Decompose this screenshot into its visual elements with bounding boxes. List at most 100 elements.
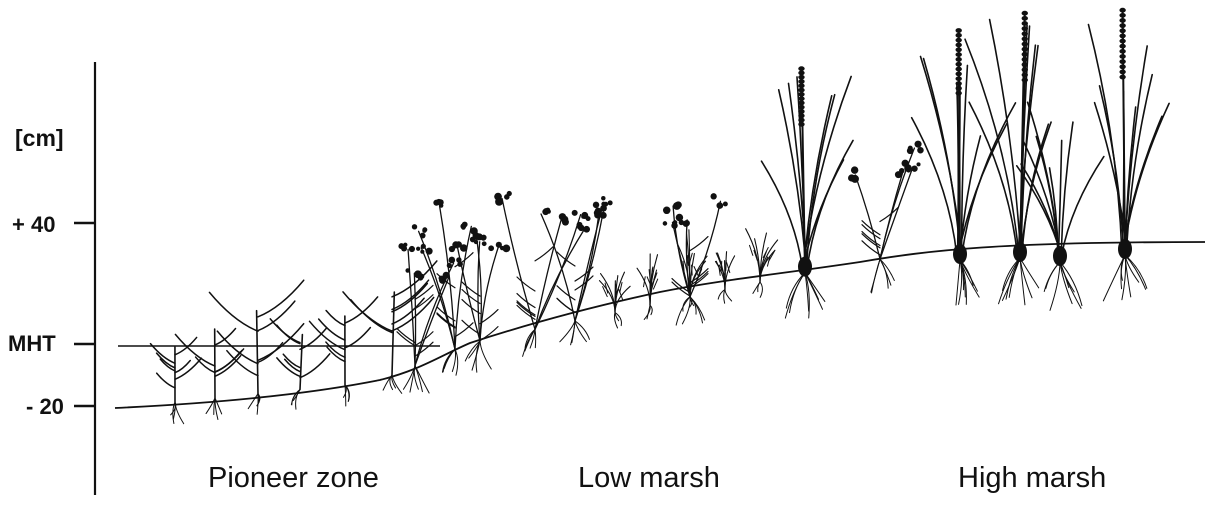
axis-unit-label: [cm]: [15, 125, 64, 152]
herb-stem-icon: [880, 167, 913, 260]
seed-spike-icon: [798, 88, 804, 93]
ground-profile: [115, 242, 1205, 408]
seed-spike-icon: [955, 28, 961, 33]
flower-head-icon: [676, 214, 683, 221]
flower-head-icon: [405, 268, 410, 273]
seed-spike-icon: [955, 62, 961, 67]
flower-head-icon: [675, 201, 682, 208]
seed-spike-icon: [1119, 49, 1125, 54]
herb-stem-icon: [408, 249, 415, 365]
seed-spike-icon: [798, 79, 804, 84]
seed-spike-icon: [955, 47, 961, 52]
seed-spike-icon: [798, 96, 804, 101]
flower-head-icon: [414, 270, 422, 278]
seed-spike-icon: [955, 91, 961, 96]
tick-label-mht: MHT: [8, 331, 56, 357]
seed-spike-icon: [1022, 11, 1028, 16]
seed-spike-icon: [1119, 59, 1125, 64]
seed-spike-icon: [1119, 44, 1125, 49]
plant-illustrations: [150, 8, 1169, 424]
grass-leaf-icon: [1061, 122, 1073, 262]
flower-head-icon: [723, 202, 728, 207]
tick-label-plus-40: + 40: [12, 212, 55, 238]
root-icon: [345, 385, 346, 406]
seed-spike-icon: [1119, 23, 1125, 28]
flower-head-icon: [586, 216, 591, 221]
seed-spike-icon: [1119, 18, 1125, 23]
flower-head-icon: [851, 166, 858, 173]
root-icon: [1125, 255, 1146, 289]
seed-spike-icon: [1119, 64, 1125, 69]
seed-spike-icon: [1022, 47, 1028, 52]
flower-head-icon: [421, 244, 426, 249]
root-icon: [575, 321, 586, 342]
root-icon: [1060, 262, 1082, 306]
flower-head-icon: [593, 202, 599, 208]
herb-stem-icon: [480, 245, 499, 341]
herb-stem-icon: [478, 242, 480, 341]
seed-spike-icon: [1022, 31, 1028, 36]
grass-leaf-icon: [990, 20, 1021, 258]
grass-leaf-icon: [969, 102, 1018, 258]
flower-head-icon: [462, 222, 468, 228]
glasswort-icon: [257, 311, 258, 394]
flower-head-icon: [851, 175, 859, 183]
seed-spike-icon: [1119, 8, 1125, 13]
seed-spike-icon: [798, 122, 804, 127]
seed-spike-icon: [798, 83, 804, 88]
flower-head-icon: [449, 257, 456, 264]
flower-head-icon: [710, 193, 716, 199]
flower-head-icon: [455, 241, 462, 248]
root-icon: [575, 321, 589, 339]
root-icon: [535, 329, 536, 347]
seed-spike-icon: [798, 92, 804, 97]
flower-head-icon: [684, 220, 690, 226]
root-icon: [1050, 262, 1060, 310]
seed-spike-icon: [955, 57, 961, 62]
grass-leaf-icon: [761, 161, 803, 272]
flower-head-icon: [507, 191, 512, 196]
seed-spike-icon: [1022, 62, 1028, 67]
flower-head-icon: [915, 141, 922, 148]
root-icon: [480, 341, 491, 369]
flower-head-icon: [899, 168, 904, 173]
flower-head-icon: [562, 218, 566, 222]
seed-spike-icon: [955, 76, 961, 81]
glasswort-icon: [392, 292, 394, 375]
flower-head-icon: [904, 162, 909, 167]
flower-head-icon: [911, 166, 917, 172]
root-icon: [725, 289, 732, 301]
herb-stem-icon: [502, 199, 535, 330]
seed-spike-icon: [955, 52, 961, 57]
flower-head-icon: [608, 200, 613, 205]
seed-spike-icon: [1119, 39, 1125, 44]
seed-spike-icon: [955, 86, 961, 91]
root-icon: [1046, 262, 1060, 288]
seed-spike-icon: [798, 105, 804, 110]
flower-head-icon: [403, 243, 407, 247]
flower-head-icon: [595, 208, 602, 215]
flower-head-icon: [482, 241, 487, 246]
seed-spike-icon: [955, 43, 961, 48]
flower-head-icon: [409, 246, 415, 252]
flower-head-icon: [416, 247, 420, 251]
seed-spike-icon: [1022, 37, 1028, 42]
seed-spike-icon: [1022, 16, 1028, 21]
flower-head-icon: [502, 245, 510, 253]
flower-head-icon: [716, 202, 723, 209]
root-icon: [753, 282, 760, 293]
root-icon: [760, 282, 762, 297]
flower-head-icon: [544, 208, 548, 212]
seed-spike-icon: [1119, 75, 1125, 80]
flower-head-icon: [495, 198, 503, 206]
seed-spike-icon: [1119, 34, 1125, 39]
seed-spike-icon: [798, 109, 804, 114]
seed-spike-icon: [798, 118, 804, 123]
root-icon: [248, 394, 258, 409]
seed-spike-icon: [1119, 70, 1125, 75]
seed-spike-icon: [1022, 52, 1028, 57]
flower-head-icon: [426, 248, 433, 255]
seed-spike-icon: [798, 75, 804, 80]
seed-spike-icon: [955, 71, 961, 76]
